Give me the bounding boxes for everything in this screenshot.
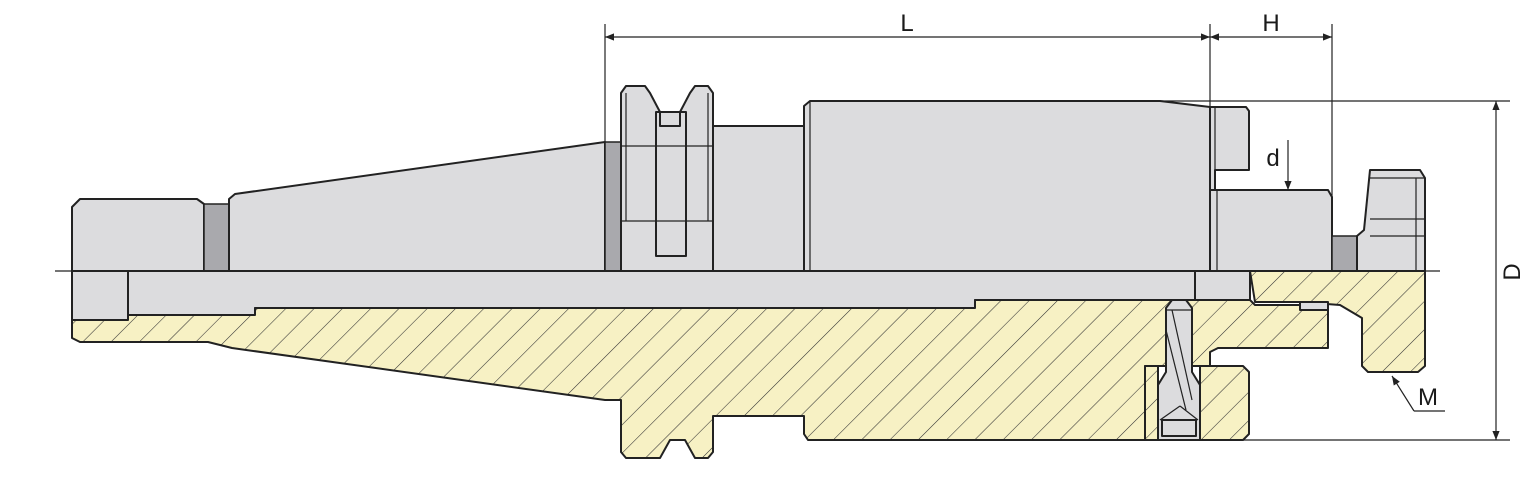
retention-knob	[71, 198, 205, 272]
dim-label-M: M	[1418, 384, 1438, 411]
dim-label-D: D	[1499, 263, 1526, 280]
dim-label-L: L	[900, 10, 913, 37]
taper	[228, 141, 606, 272]
screw-diag-2	[1165, 329, 1187, 411]
key-piece	[1299, 301, 1329, 311]
dimensions: L H d D M	[604, 10, 1526, 441]
side-step-section	[1144, 365, 1159, 441]
body-section	[71, 299, 1329, 459]
arbor-groove	[1331, 235, 1358, 272]
arbor	[1209, 189, 1333, 272]
dim-label-d: d	[1266, 145, 1279, 172]
screw-diag-1	[1171, 309, 1193, 401]
front-bore-step	[1194, 270, 1251, 301]
knob-groove	[203, 203, 230, 272]
drive-slot-notch	[659, 111, 681, 127]
clamp-ring-section	[1199, 365, 1250, 441]
screw-head-v1	[1159, 405, 1181, 421]
neck	[712, 125, 805, 272]
main-body	[803, 100, 1211, 272]
lock-screw-head	[1356, 169, 1426, 272]
section-view	[71, 270, 1426, 459]
arbor-section	[1249, 270, 1426, 373]
exterior-view	[71, 85, 1426, 272]
dim-label-H: H	[1262, 10, 1279, 37]
screw-head-v2	[1179, 405, 1199, 421]
screw-socket	[1161, 419, 1197, 437]
knob-bore	[71, 270, 129, 321]
taper-flange-ring	[604, 141, 622, 272]
dim-M-leader	[1391, 375, 1415, 412]
drive-slot-key	[655, 111, 687, 257]
front-pilot	[1209, 106, 1250, 191]
